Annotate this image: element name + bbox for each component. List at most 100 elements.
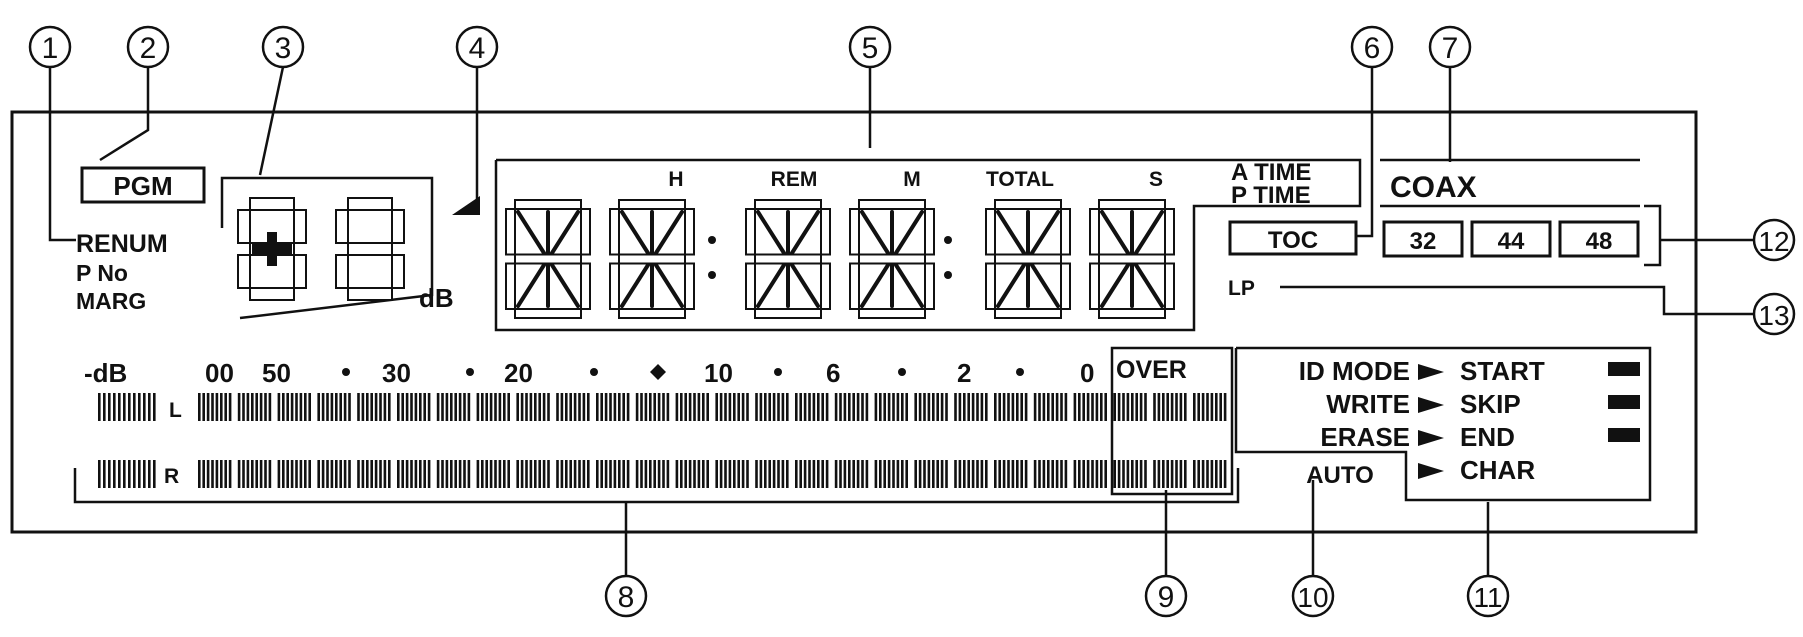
meter-segment	[1170, 460, 1174, 488]
meter-ref-tick	[133, 393, 136, 421]
meter-segment	[613, 460, 617, 488]
meter-ref-tick	[113, 393, 116, 421]
meter-ref-tick	[153, 393, 156, 421]
meter-segment	[688, 460, 692, 488]
meter-scale-label-8: 2	[957, 358, 971, 388]
meter-segment	[932, 460, 935, 488]
meter-segment	[927, 393, 931, 421]
meter-segment	[1020, 460, 1023, 488]
meter-segment	[450, 393, 453, 421]
meter-segment	[702, 460, 705, 488]
skip-indicator-segment	[1608, 395, 1640, 409]
meter-segment	[812, 460, 816, 488]
meter-segment	[560, 393, 564, 421]
meter-segment	[1166, 460, 1169, 488]
meter-segment	[1060, 460, 1063, 488]
meter-segment	[622, 393, 625, 421]
meter-segment	[768, 393, 771, 421]
db-unit-label: dB	[419, 283, 454, 313]
meter-segment	[649, 393, 652, 421]
meter-segment	[268, 393, 272, 421]
meter-segment	[237, 460, 241, 488]
meter-segment	[1144, 460, 1147, 488]
meter-segment	[268, 460, 272, 488]
callout-11-number: 11	[1473, 582, 1502, 613]
meter-segment	[1157, 393, 1161, 421]
meter-segment	[556, 393, 559, 421]
meter-segment	[503, 393, 506, 421]
meter-scale-label-9: 0	[1080, 358, 1094, 388]
meter-segment	[808, 393, 811, 421]
meter-segment	[976, 460, 979, 488]
meter-segment	[467, 393, 471, 421]
callout-9: 9	[1144, 574, 1188, 618]
callout-13: 13	[1752, 292, 1796, 336]
meter-segment	[246, 460, 250, 488]
meter-segment	[485, 393, 488, 421]
meter-segment	[1219, 393, 1222, 421]
meter-segment	[706, 460, 709, 488]
meter-segment	[542, 460, 546, 488]
meter-segment	[596, 460, 599, 488]
meter-segment	[971, 393, 975, 421]
meter-segment	[719, 393, 723, 421]
meter-segment	[242, 460, 245, 488]
meter-segment	[803, 460, 807, 488]
meter-segment	[211, 460, 214, 488]
meter-segment	[693, 393, 696, 421]
meter-segment	[436, 393, 440, 421]
meter-segment	[1206, 460, 1209, 488]
meter-segment	[1104, 393, 1107, 421]
meter-segment	[662, 460, 665, 488]
meter-scale-dot-3	[590, 368, 598, 376]
meter-segment	[635, 460, 639, 488]
meter-segment	[737, 460, 740, 488]
meter-segment	[503, 460, 506, 488]
toc-box	[1228, 220, 1358, 256]
meter-ref-tick	[98, 393, 101, 421]
meter-segment	[357, 393, 360, 421]
meter-segment	[489, 460, 493, 488]
leader-3	[258, 66, 285, 176]
callout-9-number: 9	[1158, 581, 1175, 614]
meter-segment	[1011, 460, 1015, 488]
meter-segment	[843, 460, 847, 488]
meter-segment	[569, 460, 572, 488]
meter-segment	[1051, 393, 1054, 421]
time-digit-6-outer	[1089, 199, 1175, 319]
callout-8: 8	[604, 574, 648, 618]
meter-segment	[958, 393, 962, 421]
meter-segment	[1095, 393, 1099, 421]
meter-segment	[728, 393, 732, 421]
meter-segment	[618, 393, 621, 421]
meter-segment	[936, 393, 939, 421]
meter-segment	[1179, 393, 1183, 421]
meter-segment	[321, 460, 325, 488]
meter-segment	[741, 393, 745, 421]
meter-segment	[985, 393, 988, 421]
meter-segment	[781, 393, 785, 421]
meter-segment	[905, 393, 908, 421]
callout-12-number: 12	[1758, 226, 1789, 257]
meter-segment	[923, 393, 926, 421]
meter-segment	[653, 393, 656, 421]
meter-segment	[772, 460, 776, 488]
meter-segment	[848, 460, 851, 488]
meter-ref-tick	[128, 393, 131, 421]
meter-row-l	[98, 393, 1227, 421]
meter-segment	[246, 393, 250, 421]
meter-segment	[759, 393, 763, 421]
meter-segment	[343, 460, 347, 488]
meter-segment	[883, 393, 886, 421]
meter-segment	[879, 393, 882, 421]
meter-segment	[1139, 460, 1143, 488]
meter-segment	[1095, 460, 1099, 488]
meter-scale-label-2: 00	[205, 358, 234, 388]
meter-segment	[1175, 460, 1178, 488]
meter-ref-tick	[153, 460, 156, 488]
callout-6: 6	[1350, 25, 1394, 69]
meter-segment	[520, 393, 524, 421]
meter-segment	[1215, 460, 1218, 488]
meter-segment	[596, 393, 599, 421]
colon-2	[944, 236, 952, 279]
